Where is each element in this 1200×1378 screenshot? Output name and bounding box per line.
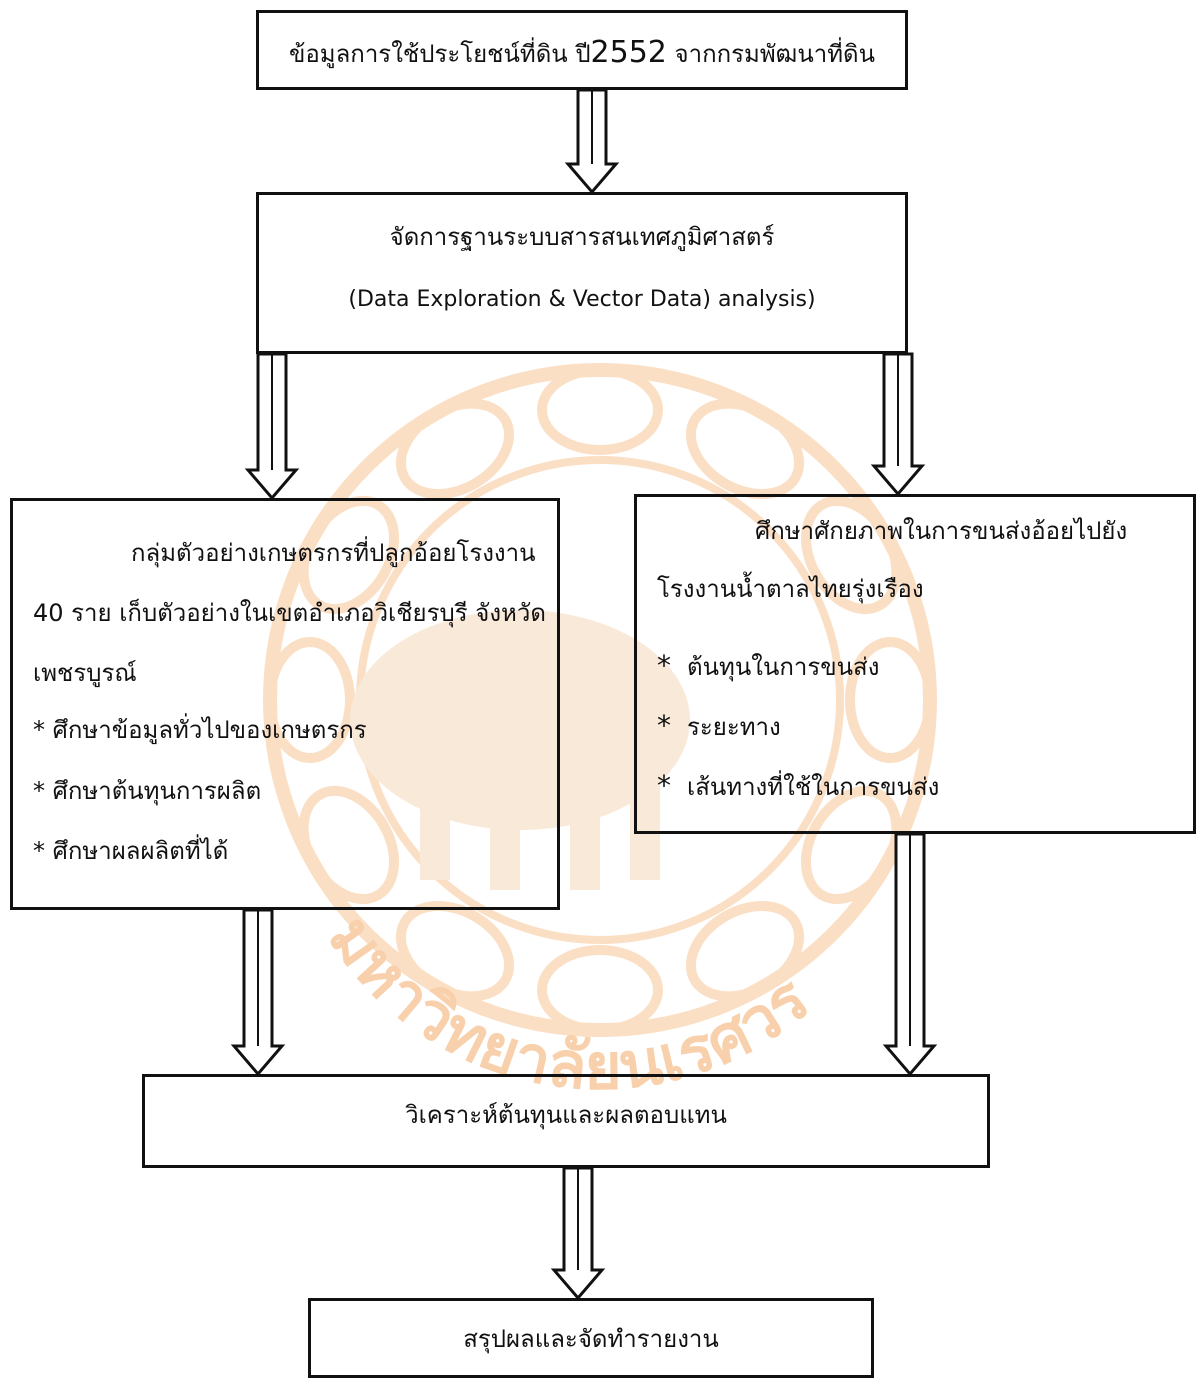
seal-petal xyxy=(395,398,515,500)
transport-item: * ต้นทุนในการขนส่ง xyxy=(657,649,880,682)
seal-petal xyxy=(298,785,400,905)
gis-database-box: จัดการฐานระบบสารสนเทศภูมิศาสตร์ (Data Ex… xyxy=(256,192,908,354)
farmer-study-item: * ศึกษาต้นทุนการผลิต xyxy=(33,777,262,805)
transport-line2: โรงงานน้ำตาลไทยรุ่งเรือง xyxy=(657,575,924,603)
cost-benefit-analysis-box: วิเคราะห์ต้นทุนและผลตอบแทน xyxy=(142,1074,990,1168)
source-data-label: ข้อมูลการใช้ประโยชน์ที่ดิน ปี2552 จากกรม… xyxy=(288,35,876,70)
gis-subtitle: (Data Exploration & Vector Data) analysi… xyxy=(348,287,816,312)
seal-petal xyxy=(845,637,935,763)
seal-petal xyxy=(685,900,805,1002)
farmer-sample-line1: กลุ่มตัวอย่างเกษตรกรที่ปลูกอ้อยโรงงาน xyxy=(131,539,536,567)
gis-title: จัดการฐานระบบสารสนเทศภูมิศาสตร์ xyxy=(389,223,775,251)
seal-petal xyxy=(800,785,902,905)
transport-item: * เส้นทางที่ใช้ในการขนส่ง xyxy=(657,769,940,802)
transport-item: * ระยะทาง xyxy=(657,709,781,742)
seal-petal xyxy=(537,945,663,1035)
conclusion-box: สรุปผลและจัดทำรายงาน xyxy=(308,1298,874,1378)
farmer-study-item: * ศึกษาข้อมูลทั่วไปของเกษตรกร xyxy=(33,716,367,744)
conclusion-label: สรุปผลและจัดทำรายงาน xyxy=(463,1325,719,1353)
farmer-study-item: * ศึกษาผลผลิตที่ได้ xyxy=(33,837,229,865)
seal-petal xyxy=(265,637,355,763)
seal-petal xyxy=(537,365,663,455)
farmer-sample-line3: เพชรบูรณ์ xyxy=(33,659,137,687)
seal-petal xyxy=(395,900,515,1002)
seal-petal xyxy=(298,495,400,615)
transport-study-box: ศึกษาศักยภาพในการขนส่งอ้อยไปยัง โรงงานน้… xyxy=(634,494,1196,834)
transport-line1: ศึกษาศักยภาพในการขนส่งอ้อยไปยัง xyxy=(755,517,1128,545)
farmer-sample-line2: 40 ราย เก็บตัวอย่างในเขตอำเภอวิเชียรบุรี… xyxy=(33,599,546,627)
analysis-label: วิเคราะห์ต้นทุนและผลตอบแทน xyxy=(405,1101,727,1129)
farmer-sample-box: กลุ่มตัวอย่างเกษตรกรที่ปลูกอ้อยโรงงาน 40… xyxy=(10,498,560,910)
source-data-box: ข้อมูลการใช้ประโยชน์ที่ดิน ปี2552 จากกรม… xyxy=(256,10,908,90)
seal-petal xyxy=(800,495,902,615)
seal-petal xyxy=(685,398,805,500)
